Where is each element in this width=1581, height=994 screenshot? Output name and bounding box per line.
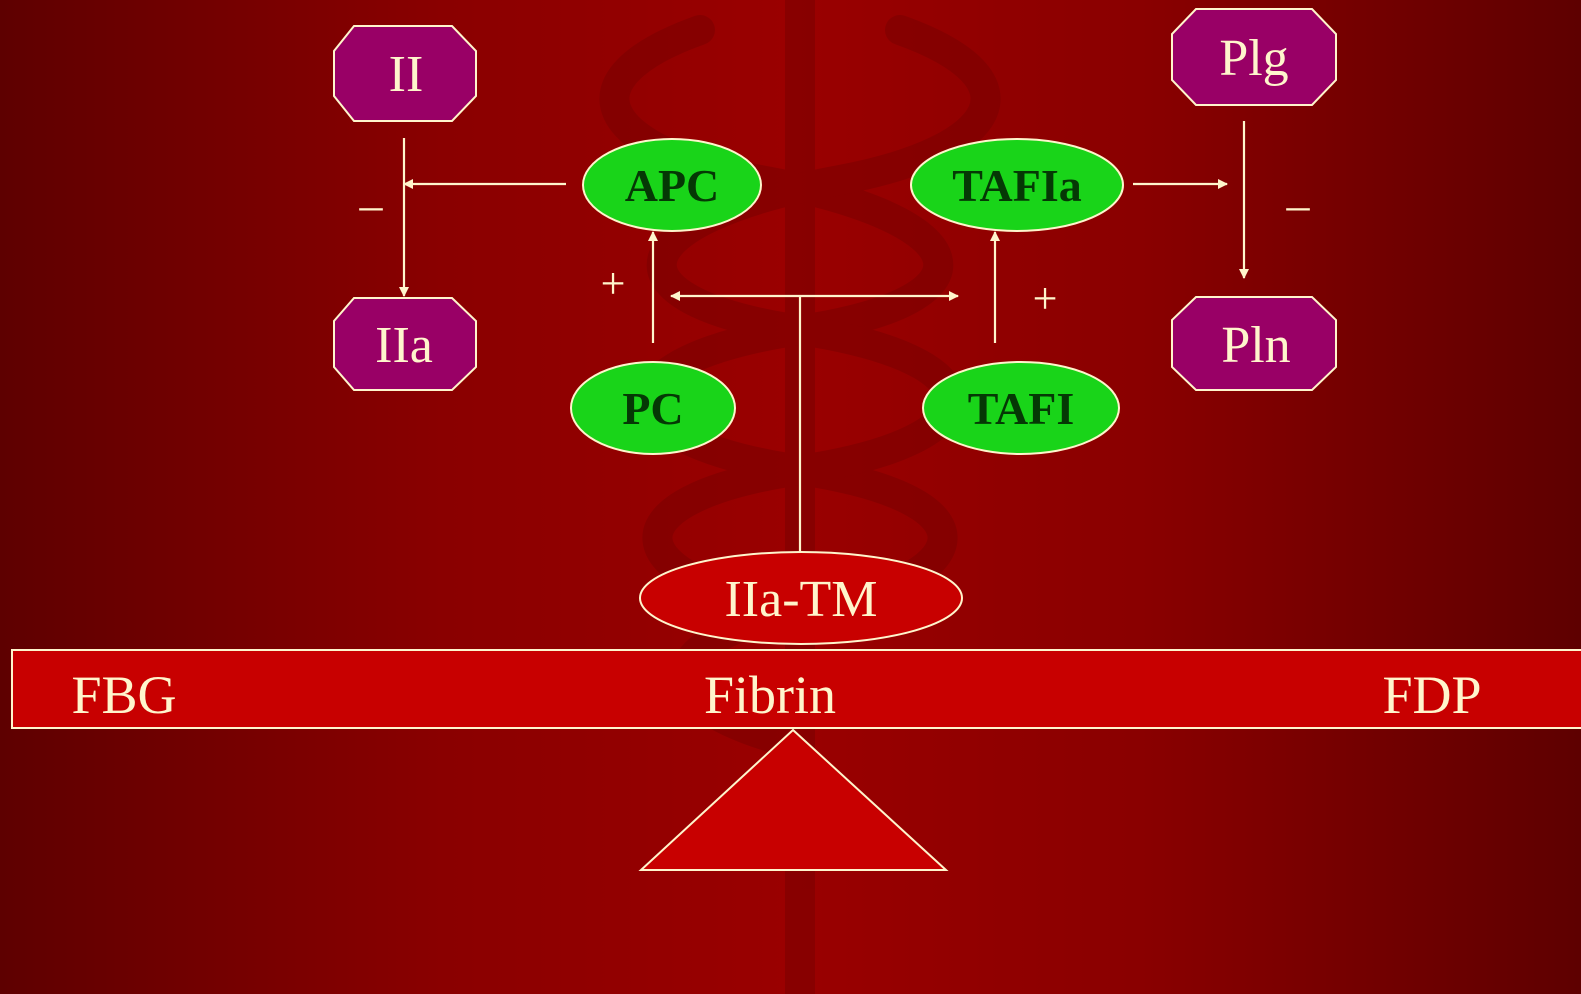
beam-label-fdp: FDP: [1382, 665, 1481, 725]
plus-sign-left: +: [601, 259, 626, 308]
node-tafi-label: TAFI: [968, 383, 1075, 434]
node-iia-label: IIa: [375, 317, 433, 374]
plus-sign-right: +: [1033, 274, 1058, 323]
node-tafi: TAFI: [922, 361, 1120, 455]
balance-beam: FBG Fibrin FDP: [11, 649, 1581, 729]
node-pln: Pln: [1171, 296, 1337, 391]
node-tafia: TAFIa: [910, 138, 1124, 232]
node-apc: APC: [582, 138, 762, 232]
minus-sign-right: –: [1286, 179, 1311, 230]
beam-label-fibrin: Fibrin: [704, 665, 836, 725]
node-apc-label: APC: [625, 160, 720, 211]
minus-sign-left: –: [359, 179, 384, 230]
node-pc: PC: [570, 361, 736, 455]
node-iia-tm: IIa-TM: [639, 551, 963, 645]
node-pln-label: Pln: [1221, 317, 1290, 374]
node-iia-tm-label: IIa-TM: [724, 571, 877, 628]
node-plg-label: Plg: [1219, 30, 1288, 87]
node-ii: II: [333, 25, 477, 122]
node-ii-label: II: [389, 46, 424, 103]
node-tafia-label: TAFIa: [952, 160, 1082, 211]
node-pc-label: PC: [622, 383, 683, 434]
connectors: [399, 121, 1249, 552]
fulcrum-triangle: [638, 728, 949, 871]
node-iia: IIa: [333, 297, 477, 391]
node-plg: Plg: [1171, 8, 1337, 106]
beam-label-fbg: FBG: [71, 665, 176, 725]
